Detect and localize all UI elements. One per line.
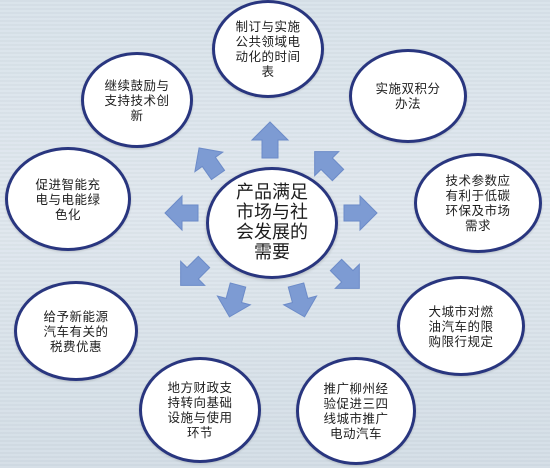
node-purchase-restrictions: 大城市对燃 油汽车的限 购限行规定 [397, 276, 525, 376]
arrow-down-left-icon [180, 255, 211, 286]
node-public-electrification-timeline: 制订与实施 公共领域电 动化的时间 表 [212, 0, 324, 98]
node-technical-parameters: 技术参数应 有利于低碳 环保及市场 需求 [414, 153, 542, 253]
arrow-down-right-icon [329, 258, 360, 289]
arrow-left-icon [164, 194, 199, 232]
node-tax-incentives: 给予新能源 汽车有关的 税费优惠 [14, 281, 138, 381]
arrow-up-right-icon [314, 151, 345, 182]
arrow-down-right-lower-icon [282, 282, 318, 318]
node-dual-credit-policy: 实施双积分 办法 [349, 49, 467, 143]
node-technology-innovation: 继续鼓励与 支持技术创 新 [81, 52, 193, 148]
node-local-finance-support: 地方财政支 持转向基础 设施与使用 环节 [139, 357, 261, 463]
node-smart-charging: 促进智能充 电与电能绿 色化 [5, 147, 131, 251]
arrow-up-left-icon [194, 147, 226, 181]
arrow-up-icon [250, 121, 290, 159]
node-liuzhou-experience: 推广柳州经 验促进三四 线城市推广 电动汽车 [296, 357, 416, 465]
arrow-right-icon [343, 194, 378, 232]
central-goal-node: 产品满足 市场与社 会发展的 需要 [206, 167, 338, 279]
arrow-down-left-lower-icon [216, 282, 252, 318]
